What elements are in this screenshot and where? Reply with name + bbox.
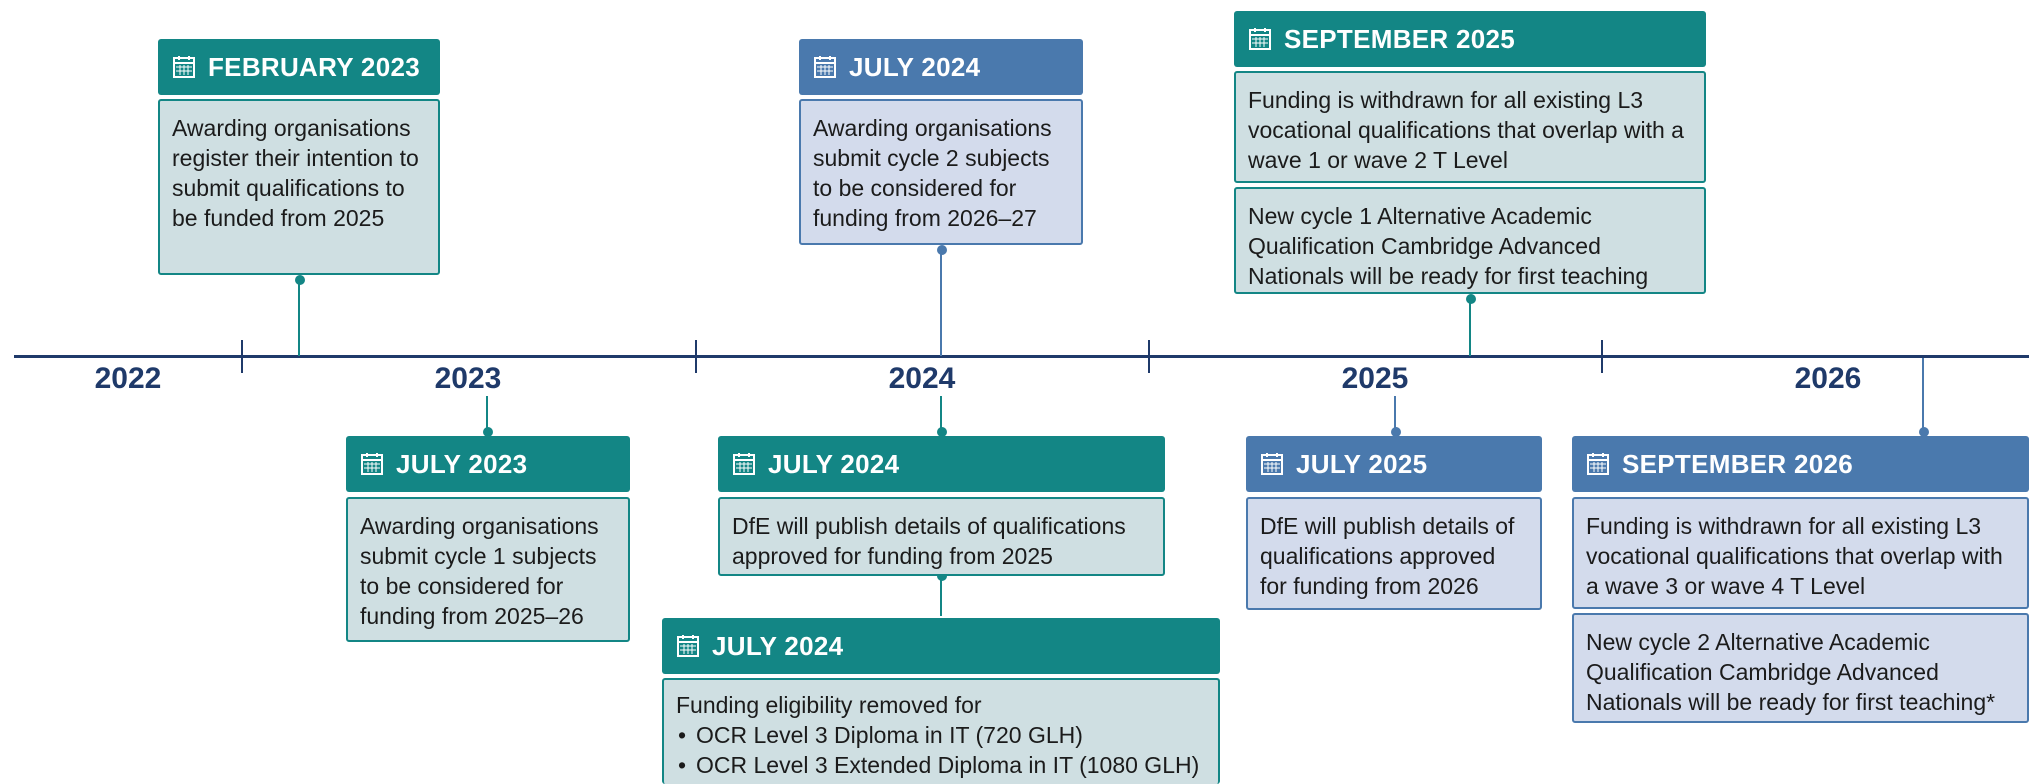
- event-box-jul-2024-bottom: Funding eligibility removed for OCR Leve…: [662, 678, 1220, 784]
- year-label-2022: 2022: [94, 362, 162, 395]
- year-label-2024: 2024: [888, 362, 956, 395]
- calendar-icon: [733, 453, 755, 475]
- connector-line: [940, 576, 942, 616]
- event-box-sep-2025-a: Funding is withdrawn for all existing L3…: [1234, 71, 1706, 183]
- event-header-jul-2024-mid: JULY 2024: [718, 436, 1165, 492]
- connector-line: [298, 280, 300, 356]
- axis-tick: [241, 340, 243, 373]
- connector-line: [940, 250, 942, 356]
- axis-tick: [1601, 340, 1603, 373]
- connector-dot: [1391, 427, 1401, 437]
- connector-line: [1922, 358, 1924, 432]
- event-date: JULY 2025: [1296, 448, 1428, 479]
- event-header-sep-2026: SEPTEMBER 2026: [1572, 436, 2029, 492]
- event-header-jul-2023: JULY 2023: [346, 436, 630, 492]
- calendar-icon: [1249, 28, 1271, 50]
- event-header-jul-2024-top: JULY 2024: [799, 39, 1083, 95]
- connector-dot: [295, 275, 305, 285]
- calendar-icon: [1587, 453, 1609, 475]
- event-text: New cycle 1 Alternative Academic Qualifi…: [1248, 203, 1649, 289]
- connector-dot: [483, 427, 493, 437]
- connector-line: [1469, 299, 1471, 356]
- event-box-sep-2025-b: New cycle 1 Alternative Academic Qualifi…: [1234, 187, 1706, 294]
- event-date: SEPTEMBER 2025: [1284, 23, 1516, 54]
- year-label-2025: 2025: [1341, 362, 1409, 395]
- event-text: Awarding organisations submit cycle 1 su…: [360, 513, 599, 629]
- connector-dot: [937, 427, 947, 437]
- calendar-icon: [677, 635, 699, 657]
- event-box-sep-2026-b: New cycle 2 Alternative Academic Qualifi…: [1572, 613, 2029, 723]
- event-box-jul-2023: Awarding organisations submit cycle 1 su…: [346, 497, 630, 642]
- connector-dot: [1919, 427, 1929, 437]
- event-box-jul-2024-mid: DfE will publish details of qualificatio…: [718, 497, 1165, 576]
- event-date: JULY 2024: [712, 630, 844, 661]
- timeline-axis: [14, 355, 2029, 358]
- event-box-feb-2023: Awarding organisations register their in…: [158, 99, 440, 275]
- axis-tick: [1148, 340, 1150, 373]
- event-header-jul-2025: JULY 2025: [1246, 436, 1542, 492]
- connector-dot: [1466, 294, 1476, 304]
- event-text: DfE will publish details of qualificatio…: [732, 513, 1126, 569]
- event-box-jul-2024-top: Awarding organisations submit cycle 2 su…: [799, 99, 1083, 245]
- axis-tick: [695, 340, 697, 373]
- event-text: Funding eligibility removed for: [676, 692, 982, 718]
- event-text: Awarding organisations register their in…: [172, 115, 419, 231]
- event-header-feb-2023: FEBRUARY 2023: [158, 39, 440, 95]
- calendar-icon: [814, 56, 836, 78]
- year-label-2023: 2023: [434, 362, 502, 395]
- event-date: FEBRUARY 2023: [208, 51, 420, 82]
- event-box-jul-2025: DfE will publish details of qualificatio…: [1246, 497, 1542, 610]
- calendar-icon: [1261, 453, 1283, 475]
- list-item: OCR Level 3 Extended Diploma in IT (1080…: [676, 750, 1206, 780]
- event-text: DfE will publish details of qualificatio…: [1260, 513, 1515, 599]
- event-text: Funding is withdrawn for all existing L3…: [1248, 87, 1684, 173]
- connector-line: [1394, 396, 1396, 432]
- list-item: OCR Level 3 Diploma in IT (720 GLH): [676, 720, 1206, 750]
- event-header-sep-2025: SEPTEMBER 2025: [1234, 11, 1706, 67]
- year-label-2026: 2026: [1794, 362, 1862, 395]
- event-date: SEPTEMBER 2026: [1622, 448, 1854, 479]
- calendar-icon: [361, 453, 383, 475]
- event-text: Funding is withdrawn for all existing L3…: [1586, 513, 2003, 599]
- event-date: JULY 2024: [768, 448, 900, 479]
- event-date: JULY 2023: [396, 448, 528, 479]
- connector-line: [940, 396, 942, 432]
- connector-line: [486, 396, 488, 432]
- connector-dot: [937, 571, 947, 581]
- event-list: OCR Level 3 Diploma in IT (720 GLH) OCR …: [676, 720, 1206, 780]
- event-header-jul-2024-bottom: JULY 2024: [662, 618, 1220, 674]
- event-text: Awarding organisations submit cycle 2 su…: [813, 115, 1052, 231]
- calendar-icon: [173, 56, 195, 78]
- event-date: JULY 2024: [849, 51, 981, 82]
- event-box-sep-2026-a: Funding is withdrawn for all existing L3…: [1572, 497, 2029, 609]
- event-text: New cycle 2 Alternative Academic Qualifi…: [1586, 629, 1996, 715]
- connector-dot: [937, 245, 947, 255]
